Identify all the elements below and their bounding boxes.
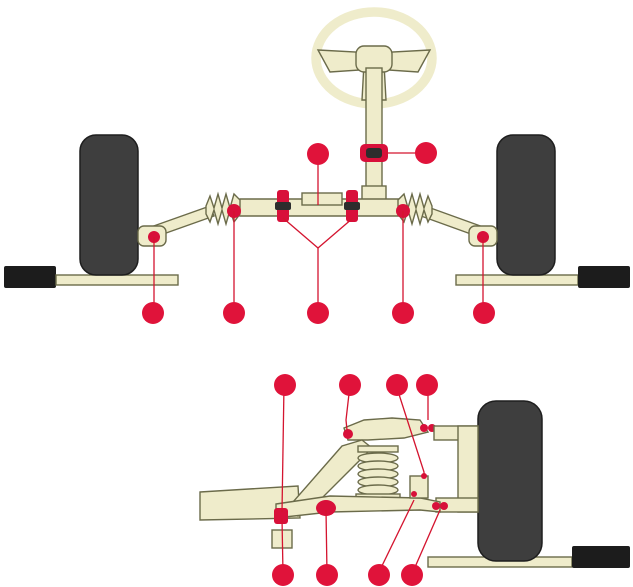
callout-rack-mounts [307,302,329,324]
callout-right-inner-tie-rod [392,302,414,324]
stabilizer-link [409,473,429,499]
frame-bushing [274,508,288,524]
steering-column-coupling [360,144,388,162]
left-steering-arm [137,225,167,247]
ground-left [4,266,179,288]
callout-upper-arm-bushing [339,374,361,396]
steering-callout-leaders [153,152,484,313]
front-suspension-view [199,374,630,586]
callout-steering-column-coupling [415,142,437,164]
steering-system-view [4,7,630,324]
callout-left-inner-tie-rod [223,302,245,324]
callout-right-outer-tie-rod-end [473,302,495,324]
callout-strut-bushing [316,564,338,586]
steering-column [361,67,387,201]
callout-lower-arm-link [368,564,390,586]
callout-frame-mount [274,374,296,396]
right-front-tire [496,134,556,276]
left-front-tire [79,134,139,276]
suspension-tire [477,400,543,562]
clamp-bolt-right [344,202,360,210]
upper-control-arm [343,417,436,441]
steering-knuckle [433,425,479,513]
callout-steering-rack [307,143,329,165]
callout-left-outer-tie-rod-end [142,302,164,324]
callout-upper-ball-joint [416,374,438,396]
strut-bushing [316,500,336,516]
callout-lower-frame-bushing [272,564,294,586]
coil-spring [355,445,401,501]
clamp-bolt-left [275,202,291,210]
steering-wheel [311,7,437,109]
callout-stabilizer-link [386,374,408,396]
callout-lower-ball-joint [401,564,423,586]
lower-control-arm [275,495,448,519]
